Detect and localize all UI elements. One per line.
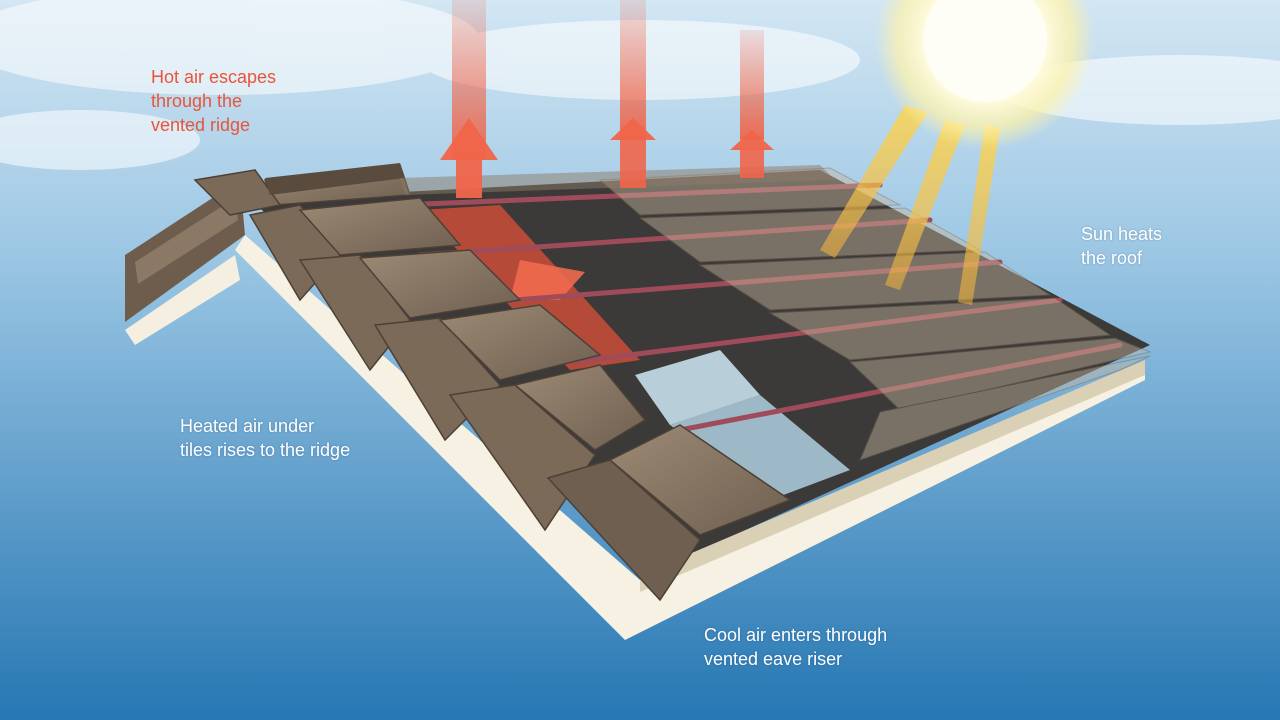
heated-air-arrow bbox=[510, 260, 585, 300]
up-arrow-icon bbox=[730, 30, 774, 178]
solid-tiles bbox=[193, 164, 792, 602]
cool-air-label-line-2: vented eave riser bbox=[704, 649, 843, 669]
up-arrow-icon bbox=[610, 0, 656, 188]
sun-label: Sun heats the roof bbox=[1081, 222, 1162, 270]
sun-rays bbox=[820, 105, 1000, 305]
sun-label-line-1: Sun heats bbox=[1081, 224, 1163, 244]
hot-air-arrows bbox=[440, 0, 774, 198]
heated-air-label-line-2: tiles rises to the ridge bbox=[180, 440, 351, 460]
sun-icon bbox=[875, 0, 1095, 150]
translucent-tiles bbox=[598, 167, 1152, 461]
hot-air-label: Hot air escapes through the vented ridge bbox=[151, 65, 276, 137]
hot-air-label-line-3: vented ridge bbox=[151, 115, 251, 135]
up-arrow-icon bbox=[440, 0, 498, 198]
hot-air-label-line-1: Hot air escapes bbox=[151, 67, 277, 87]
heated-air-label-line-1: Heated air under bbox=[180, 416, 315, 436]
eave-riser bbox=[640, 360, 1145, 592]
vented-ridge bbox=[265, 163, 835, 195]
cool-air-label-line-1: Cool air enters through bbox=[704, 625, 888, 645]
cool-air-label: Cool air enters through vented eave rise… bbox=[704, 623, 887, 671]
heated-air-label: Heated air under tiles rises to the ridg… bbox=[180, 414, 350, 462]
gable-end bbox=[125, 180, 245, 345]
sun-label-line-2: the roof bbox=[1081, 248, 1143, 268]
hot-air-label-line-2: through the bbox=[151, 91, 243, 111]
